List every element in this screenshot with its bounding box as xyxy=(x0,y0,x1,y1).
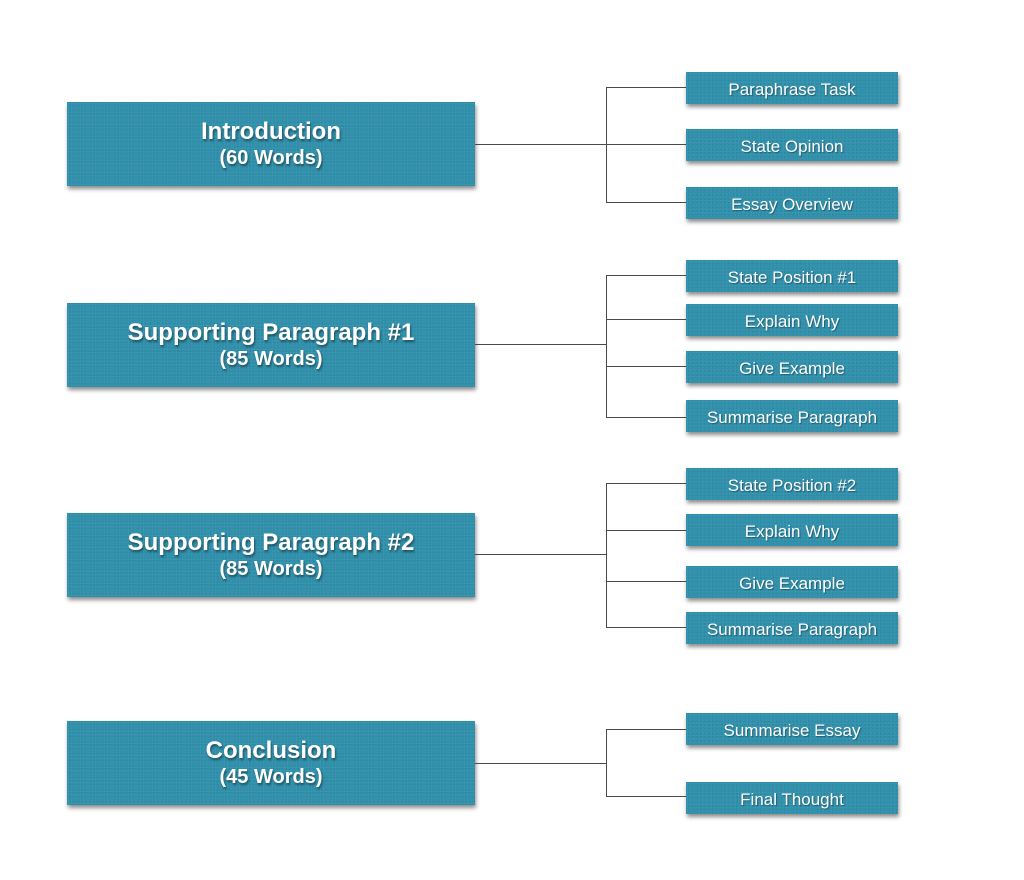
step-box: Give Example xyxy=(686,566,898,598)
section-title: Supporting Paragraph #1 xyxy=(127,319,415,346)
connector-line xyxy=(606,87,686,88)
connector-line xyxy=(606,796,686,797)
step-box: Explain Why xyxy=(686,304,898,336)
section-word-count: (85 Words) xyxy=(219,558,323,580)
connector-line xyxy=(606,581,686,582)
step-box: Summarise Paragraph xyxy=(686,612,898,644)
connector-line xyxy=(475,344,607,345)
step-box: State Position #2 xyxy=(686,468,898,500)
connector-line xyxy=(475,763,607,764)
step-box: State Position #1 xyxy=(686,260,898,292)
step-box: Summarise Paragraph xyxy=(686,400,898,432)
section-word-count: (85 Words) xyxy=(219,348,323,370)
section-title: Introduction xyxy=(201,118,341,145)
connector-line xyxy=(475,554,607,555)
connector-line xyxy=(606,729,686,730)
step-box: State Opinion xyxy=(686,129,898,161)
connector-line xyxy=(606,530,686,531)
connector-line xyxy=(606,87,607,203)
connector-line xyxy=(606,202,686,203)
connector-line xyxy=(606,275,686,276)
section-title: Supporting Paragraph #2 xyxy=(127,529,415,556)
section-box-supporting-paragraph-1: Supporting Paragraph #1 (85 Words) xyxy=(67,303,475,387)
section-title: Conclusion xyxy=(205,737,337,764)
step-box: Paraphrase Task xyxy=(686,72,898,104)
connector-line xyxy=(606,417,686,418)
section-word-count: (45 Words) xyxy=(219,766,323,788)
step-box: Summarise Essay xyxy=(686,713,898,745)
connector-line xyxy=(606,275,607,418)
connector-line xyxy=(606,144,686,145)
connector-line xyxy=(475,144,607,145)
step-box: Explain Why xyxy=(686,514,898,546)
connector-line xyxy=(606,483,686,484)
connector-line xyxy=(606,627,686,628)
section-word-count: (60 Words) xyxy=(219,147,323,169)
step-box: Essay Overview xyxy=(686,187,898,219)
section-box-introduction: Introduction (60 Words) xyxy=(67,102,475,186)
connector-line xyxy=(606,729,607,797)
connector-line xyxy=(606,483,607,628)
section-box-supporting-paragraph-2: Supporting Paragraph #2 (85 Words) xyxy=(67,513,475,597)
step-box: Give Example xyxy=(686,351,898,383)
connector-line xyxy=(606,366,686,367)
section-box-conclusion: Conclusion (45 Words) xyxy=(67,721,475,805)
connector-line xyxy=(606,319,686,320)
step-box: Final Thought xyxy=(686,782,898,814)
